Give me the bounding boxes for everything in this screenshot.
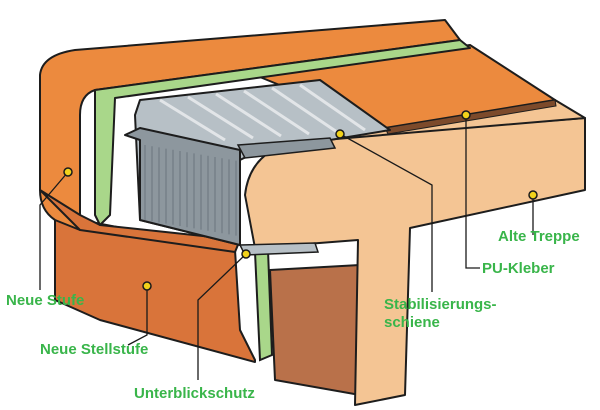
aluminum-rib-highlight bbox=[299, 83, 366, 132]
aluminum-rib-highlight bbox=[187, 95, 254, 140]
leader-dots bbox=[63, 110, 538, 291]
dot-pu-kleber bbox=[461, 110, 471, 120]
dot-neue-stellstufe bbox=[142, 281, 152, 291]
aluminum-rib-highlight bbox=[215, 92, 282, 138]
dot-stabilisierungsschiene bbox=[335, 129, 345, 139]
green-riser-strip bbox=[253, 248, 274, 362]
label-neue-stufe: Neue Stufe bbox=[6, 292, 85, 309]
dot-neue-stufe bbox=[63, 167, 73, 177]
leader-unterblickschutz bbox=[197, 253, 247, 380]
leader-neue-stufe bbox=[39, 171, 69, 290]
label-stabilisierungsschiene-line1: Stabilisierungs- bbox=[384, 296, 497, 313]
aluminum-rib-highlight bbox=[243, 89, 310, 136]
leader-neue-stellstufe bbox=[127, 286, 148, 346]
stabilization-rail bbox=[236, 137, 337, 159]
leader-lines bbox=[39, 115, 534, 380]
dot-alte-treppe bbox=[528, 190, 538, 200]
label-alte-treppe: Alte Treppe bbox=[498, 228, 580, 245]
leader-pu-kleber bbox=[465, 115, 480, 269]
aluminum-rib-highlight bbox=[271, 86, 338, 134]
aluminum-rib-highlight bbox=[159, 98, 226, 142]
new-step-shell bbox=[39, 19, 461, 231]
dot-unterblickschutz bbox=[241, 249, 251, 259]
aluminum-ribs bbox=[144, 83, 366, 236]
old-stair-body bbox=[269, 264, 361, 396]
label-unterblickschutz: Unterblickschutz bbox=[134, 385, 255, 402]
label-neue-stellstufe: Neue Stellstufe bbox=[40, 341, 149, 358]
green-layer bbox=[94, 39, 471, 226]
aluminum-profile-front bbox=[124, 127, 241, 246]
leader-stabilisierungsschiene bbox=[339, 133, 433, 292]
pu-glue-strip bbox=[384, 99, 557, 135]
underview-protection bbox=[238, 242, 320, 256]
label-stabilisierungsschiene-line2: schiene bbox=[384, 314, 440, 331]
label-pu-kleber: PU-Kleber bbox=[482, 260, 555, 277]
